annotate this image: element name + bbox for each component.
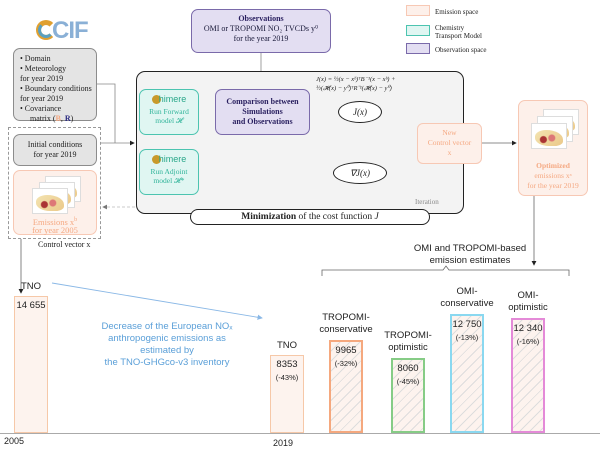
legend-swatch-emission <box>406 5 430 16</box>
cost-node: J(x) <box>338 101 382 123</box>
initial-conditions-box: Initial conditions for year 2019 <box>13 134 97 166</box>
covariance-line: matrix (B, R) <box>30 114 74 123</box>
bar-change-label: (-43%) <box>275 372 299 382</box>
emission-map-image <box>32 188 68 214</box>
model-inputs-box: • Domain • Meteorology for year 2019 • B… <box>13 48 97 123</box>
control-vector-group <box>8 127 101 239</box>
bar-value-label: 8060 <box>397 362 419 374</box>
minimization-label: Minimization of the cost function J <box>190 209 430 225</box>
adjoint-model-box: himere Run Adjoint model 𝓗* <box>139 149 199 195</box>
control-vector-label: Control vector x <box>38 240 91 249</box>
iteration-label: Iteration <box>415 198 439 206</box>
forward-model-box: himere Run Forward model 𝓗 <box>139 89 199 135</box>
bar-change-label: (-45%) <box>396 376 420 386</box>
prior-emissions-box: Emissions xb for year 2005 <box>13 170 97 235</box>
bar-value-label: 12 750 <box>452 318 482 330</box>
bar-value-label: 12 340 <box>513 322 543 334</box>
category-label: TNO <box>20 281 42 292</box>
bar-value-label: 9965 <box>335 344 357 356</box>
cif-logo: CIF <box>36 17 89 44</box>
observations-box: Observations OMI or TROPOMI NO₂ TVCDs y⁰… <box>191 9 331 53</box>
x-tick-label: 2005 <box>4 436 25 446</box>
bar-change-label: (-16%) <box>516 336 540 346</box>
chimere-logo: himere <box>140 153 198 165</box>
category-label: OMI-optimistic <box>508 289 548 313</box>
x-tick-label: 2019 <box>273 438 294 448</box>
comparison-box: Comparison between Simulations and Obser… <box>215 89 310 135</box>
decrease-annotation: Decrease of the European NOₓ anthropogen… <box>101 321 233 368</box>
category-label: TROPOMI-conservative <box>319 311 373 335</box>
category-label: TNO <box>276 339 298 351</box>
chimere-logo-icon <box>151 94 161 104</box>
gradient-node: ∇J(x) <box>333 162 387 184</box>
bar-change-label: (-13%) <box>455 332 479 342</box>
chimere-logo-icon <box>151 154 161 164</box>
bar-value-label: 8353 <box>276 358 298 370</box>
chimere-logo: himere <box>140 93 198 105</box>
bar-omi-conservative: 12 750 (-13%) <box>450 313 484 433</box>
bar-value-label: 14 655 <box>16 300 46 311</box>
optimized-emissions-box: Optimized emissions xᵃ for the year 2019 <box>518 100 588 196</box>
bar-tno-2019: 8353 (-43%) <box>270 354 304 433</box>
new-control-vector-box: New Control vector x <box>417 123 482 164</box>
cost-function-formula: J(x) = ½(x − xᵇ)ᵀB⁻¹(x − xᵇ) + ½(𝓗(x) − … <box>316 76 396 92</box>
bar-tno-2005: 14 655 <box>14 296 48 433</box>
x-axis <box>0 433 600 434</box>
emission-map-image <box>531 123 567 149</box>
bar-omi-optimistic: 12 340 (-16%) <box>511 317 545 433</box>
omi-tropomi-title: OMI and TROPOMI-based emission estimates <box>413 243 527 266</box>
category-label: TROPOMI-optimistic <box>384 329 432 353</box>
legend-swatch-ctm <box>406 25 430 36</box>
bar-tropomi-optimistic: 8060 (-45%) <box>391 357 425 433</box>
bar-tropomi-conservative: 9965 (-32%) <box>329 339 363 433</box>
category-label: OMI-conservative <box>440 285 494 309</box>
bar-change-label: (-32%) <box>334 358 358 368</box>
legend-swatch-observation <box>406 43 430 54</box>
